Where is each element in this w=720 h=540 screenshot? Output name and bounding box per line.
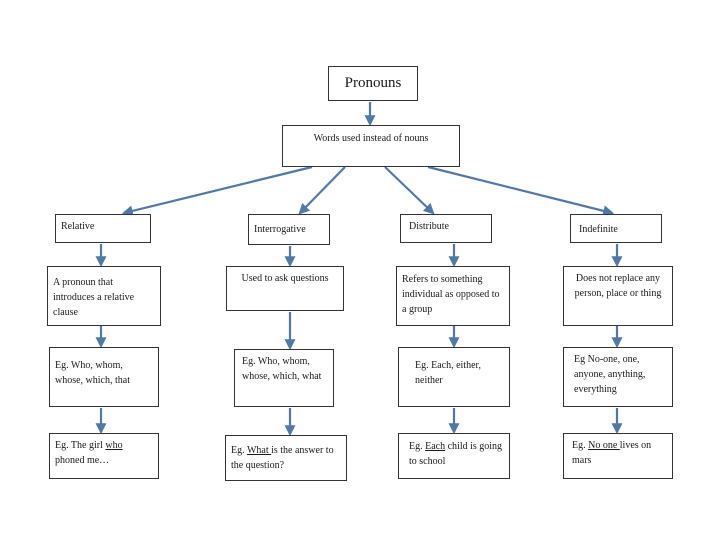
arrow-definition-to-distribute [384, 166, 435, 215]
arrow-definition-to-interrogative [298, 166, 346, 215]
examples-distribute: Eg. Each, either, neither [398, 347, 510, 407]
sentence-relative: Eg. The girl who phoned me… [49, 433, 159, 479]
category-interrogative: Interrogative [248, 214, 330, 245]
sentence-suffix: lives on mars [572, 440, 652, 466]
sentence-indefinite: Eg. No one lives on mars [563, 433, 673, 479]
sentence-prefix: Eg. [231, 445, 247, 456]
definition-node: Words used instead of nouns [282, 125, 460, 167]
description-indefinite: Does not replace any person, place or th… [563, 266, 673, 326]
root-node-pronouns: Pronouns [328, 66, 418, 101]
sentence-prefix: Eg. [409, 441, 426, 452]
category-label: Interrogative [254, 224, 306, 235]
sentence-suffix: is the answer to the question? [231, 445, 334, 471]
description-text: Used to ask questions [241, 273, 329, 284]
description-text: Refers to something individual as oppose… [402, 274, 500, 315]
examples-relative: Eg. Who, whom, whose, which, that [49, 347, 159, 407]
description-distribute: Refers to something individual as oppose… [396, 266, 510, 326]
arrow-definition-to-relative [121, 165, 313, 217]
category-distribute: Distribute [400, 214, 492, 243]
examples-interrogative: Eg. Who, whom, whose, which, what [234, 349, 334, 407]
examples-indefinite: Eg No-one, one, anyone, anything, everyt… [563, 347, 673, 407]
sentence-highlight: Each [425, 441, 446, 452]
category-label: Distribute [409, 221, 449, 232]
description-interrogative: Used to ask questions [226, 266, 344, 311]
sentence-prefix: Eg. The girl [55, 440, 106, 451]
examples-text: Eg. Who, whom, whose, which, what [242, 356, 322, 382]
definition-text: Words used instead of nouns [313, 133, 429, 144]
examples-text: Eg. Who, whom, whose, which, that [55, 360, 130, 386]
sentence-highlight: who [105, 440, 123, 451]
category-relative: Relative [55, 214, 151, 243]
sentence-suffix: phoned me… [55, 455, 110, 466]
sentence-prefix: Eg. [572, 440, 589, 451]
description-relative: A pronoun that introduces a relative cla… [47, 266, 161, 326]
category-label: Indefinite [579, 224, 618, 235]
arrow-definition-to-indefinite [427, 165, 615, 217]
description-text: Does not replace any person, place or th… [574, 273, 662, 299]
sentence-suffix: child is going to school [409, 441, 503, 467]
sentence-highlight: No one [588, 440, 620, 451]
description-text: A pronoun that introduces a relative cla… [53, 277, 135, 318]
examples-text: Eg No-one, one, anyone, anything, everyt… [574, 354, 646, 395]
sentence-distribute: Eg. Each child is going to school [398, 433, 510, 479]
sentence-highlight: What [246, 445, 272, 456]
category-indefinite: Indefinite [570, 214, 662, 243]
examples-text: Eg. Each, either, neither [415, 360, 481, 386]
sentence-interrogative: Eg. What is the answer to the question? [225, 435, 347, 481]
root-title: Pronouns [344, 75, 402, 91]
category-label: Relative [61, 221, 95, 232]
